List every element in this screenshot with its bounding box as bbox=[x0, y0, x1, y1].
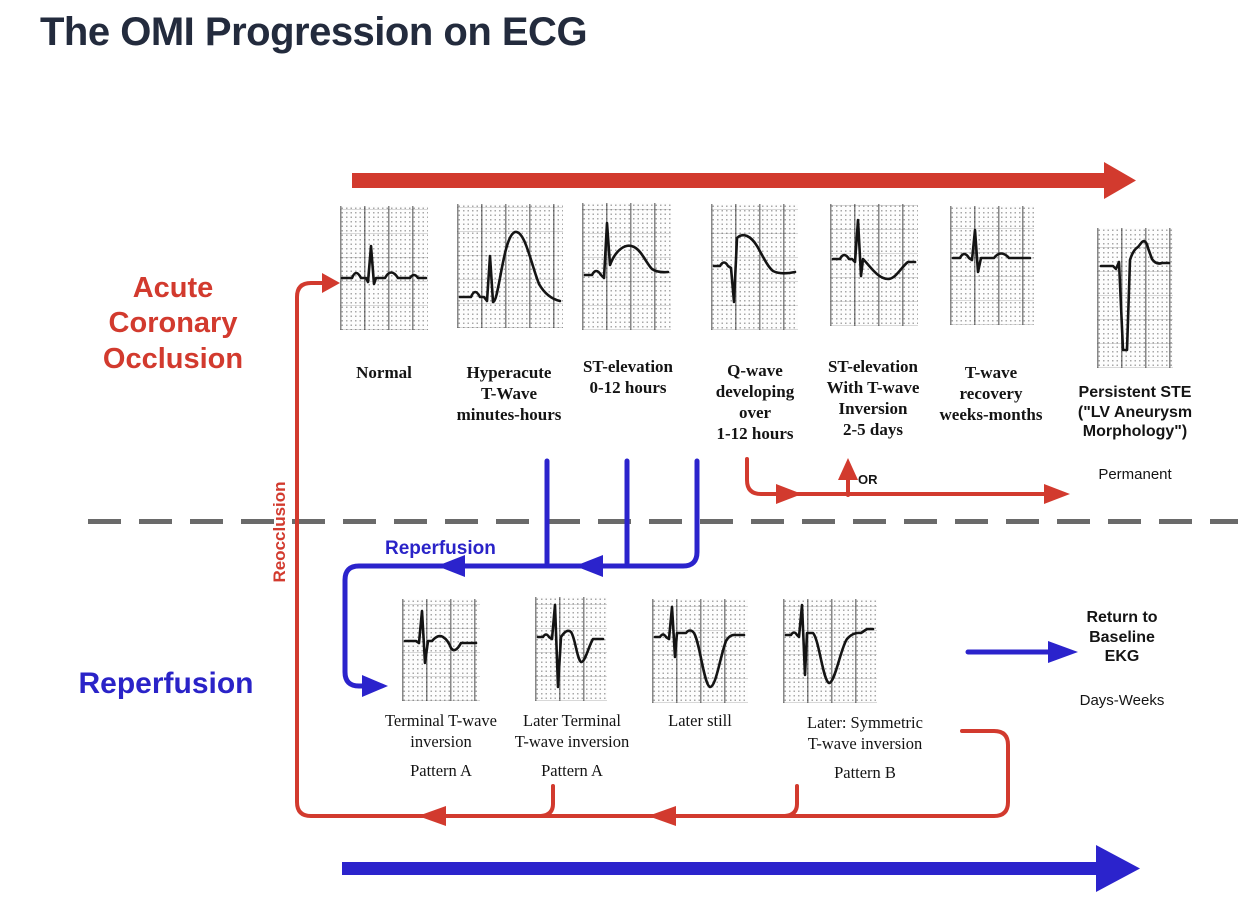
progression-arrowhead-right bbox=[1044, 484, 1070, 504]
label-later-still: Later still bbox=[668, 711, 732, 730]
reperfusion-section-label: Reperfusion bbox=[78, 667, 254, 700]
label-st-elevation: ST-elevation 0-12 hours bbox=[582, 357, 674, 398]
occlusion-timeline-arrow bbox=[352, 162, 1136, 199]
ecg-strip-persistent-ste bbox=[1097, 228, 1173, 368]
label-permanent: Permanent bbox=[1098, 466, 1172, 483]
label-hyperacute-t-wave: Hyperacute T-Wave minutes-hours bbox=[456, 363, 562, 425]
label-pattern-b: Pattern B bbox=[834, 763, 896, 782]
reperfusion-arrowhead-left-2 bbox=[575, 555, 603, 577]
label-terminal-t-inversion: Terminal T-wave inversion bbox=[384, 711, 498, 752]
page-title: The OMI Progression on ECG bbox=[40, 10, 588, 54]
or-branch-arrowhead-up bbox=[838, 458, 858, 480]
section-divider-dashed-line bbox=[88, 519, 1238, 524]
label-normal: Normal bbox=[356, 363, 412, 382]
label-return-to-baseline: Return to Baseline EKG bbox=[1086, 609, 1158, 666]
reperfusion-arrowhead-into-strip bbox=[362, 675, 388, 697]
ecg-strip-later-terminal-t-inversion bbox=[535, 597, 607, 701]
label-pattern-a-2: Pattern A bbox=[541, 761, 603, 780]
label-symmetric-t-inversion: Later: Symmetric T-wave inversion bbox=[807, 713, 923, 754]
ecg-strip-later-still bbox=[652, 599, 748, 703]
label-days-weeks: Days-Weeks bbox=[1079, 692, 1165, 709]
reocclusion-arrowhead-left-2 bbox=[648, 806, 676, 826]
reperfusion-arrow-label: Reperfusion bbox=[385, 538, 496, 559]
ecg-strip-hyperacute-t-wave bbox=[457, 204, 563, 328]
ecg-strip-terminal-t-inversion bbox=[402, 599, 480, 701]
label-st-elevation-t-inversion: ST-elevation With T-wave Inversion 2-5 d… bbox=[826, 357, 920, 440]
ecg-strip-st-elevation-t-inversion bbox=[830, 204, 918, 326]
reperfusion-timeline-arrow bbox=[342, 845, 1140, 892]
reocclusion-arrowhead-top bbox=[322, 273, 340, 293]
or-label: OR bbox=[858, 472, 878, 487]
q-wave-progression-arrow bbox=[745, 457, 1052, 497]
acute-coronary-occlusion-label: Acute Coronary Occlusion bbox=[102, 272, 244, 375]
ecg-strip-t-wave-recovery bbox=[950, 206, 1034, 325]
ecg-strip-normal bbox=[340, 206, 428, 330]
ecg-strip-symmetric-t-inversion bbox=[783, 599, 877, 703]
label-persistent-ste: Persistent STE ("LV Aneurysm Morphology"… bbox=[1077, 384, 1193, 441]
label-pattern-a-1: Pattern A bbox=[410, 761, 472, 780]
ecg-strip-st-elevation bbox=[582, 203, 671, 330]
label-q-wave: Q-wave developing over 1-12 hours bbox=[715, 361, 795, 444]
label-later-terminal-t-inversion: Later Terminal T-wave inversion bbox=[514, 711, 630, 752]
reocclusion-arrowhead-left-1 bbox=[418, 806, 446, 826]
progression-arrowhead-mid bbox=[776, 484, 802, 504]
reocclusion-label: Reocclusion bbox=[270, 481, 289, 583]
ecg-strip-q-wave bbox=[711, 204, 798, 330]
label-t-wave-recovery: T-wave recovery weeks-months bbox=[939, 363, 1043, 425]
